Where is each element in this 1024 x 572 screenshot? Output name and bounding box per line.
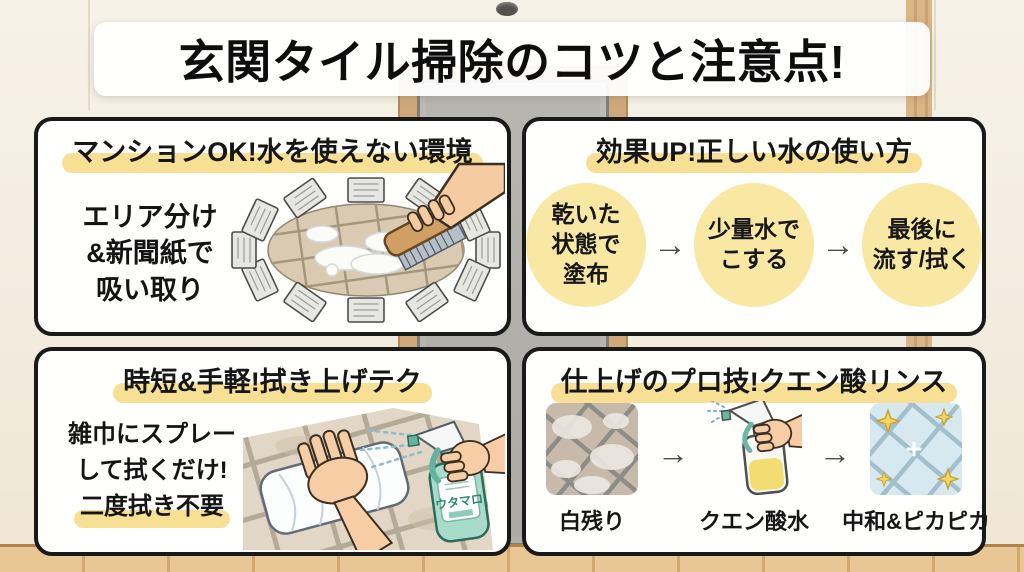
- hand-icon: [752, 410, 802, 453]
- rinse-steps-flow: 白残り →: [530, 401, 990, 536]
- wall-corner-line: [88, 0, 90, 110]
- panel-header: マンションOK!水を使えない環境: [38, 130, 507, 173]
- hand-icon: [297, 429, 394, 550]
- step-circle: 乾いた 状態で 塗布: [526, 183, 646, 307]
- arrow-right-icon: →: [821, 225, 855, 264]
- step-caption: 中和&ピカピカ: [842, 509, 990, 534]
- highlighted-note: 二度拭き不要: [80, 493, 224, 520]
- step-circle: 少量水で こする: [694, 183, 814, 307]
- clean-tile-icon: [870, 403, 962, 495]
- citric-spray-bottle-icon: [706, 401, 802, 496]
- arrow-right-icon: →: [657, 435, 689, 471]
- citric-acid-liquid: [748, 457, 785, 491]
- step-caption: 白残り: [558, 509, 625, 534]
- step-caption: クエン酸水: [698, 509, 809, 534]
- newspaper-absorb-illustration: [231, 162, 505, 323]
- panel-header: 効果UP!正しい水の使い方: [526, 130, 982, 173]
- hand-icon: [406, 194, 456, 232]
- title-banner: 玄関タイル掃除のコツと注意点!: [94, 22, 930, 96]
- dirty-tile-icon: [546, 403, 638, 495]
- spray-bottle-icon: ウタマロ: [406, 420, 505, 543]
- panel-header-text: 時短&手軽!拭き上げテク: [123, 367, 422, 397]
- step-citric-spray: クエン酸水: [692, 401, 816, 536]
- arrow-right-icon: →: [653, 225, 687, 264]
- spray-wipe-illustration: ウタマロ: [243, 408, 505, 550]
- panel-correct-water-use: 効果UP!正しい水の使い方 乾いた 状態で 塗布 → 少量水で こする → 最後…: [522, 117, 986, 336]
- panel-header: 時短&手軽!拭き上げテク: [38, 360, 507, 403]
- ceiling-light: [496, 2, 518, 16]
- arrow-right-icon: →: [819, 435, 851, 471]
- panel-header-text: 仕上げのプロ技!クエン酸リンス: [560, 367, 948, 397]
- page-title: 玄関タイル掃除のコツと注意点!: [178, 36, 846, 88]
- step-neutralized-shiny: 中和&ピカピカ: [842, 401, 990, 536]
- wall-corner-line: [934, 0, 936, 110]
- panel-header: 仕上げのプロ技!クエン酸リンス: [526, 360, 982, 403]
- panel-wipe-technique: 時短&手軽!拭き上げテク 雑巾にスプレー して拭くだけ! 二度拭き不要: [34, 347, 511, 556]
- bottle-label-text: ウタマロ: [434, 492, 483, 513]
- panel-header-text: 効果UP!正しい水の使い方: [595, 137, 913, 167]
- water-steps-flow: 乾いた 状態で 塗布 → 少量水で こする → 最後に 流す/拭く: [526, 183, 982, 307]
- panel-citric-acid-rinse: 仕上げのプロ技!クエン酸リンス: [522, 347, 990, 556]
- step-white-residue: 白残り: [530, 401, 654, 536]
- note-text: エリア分け &新聞紙で 吸い取り: [82, 202, 218, 305]
- panel-header-text: マンションOK!水を使えない環境: [72, 137, 473, 167]
- step-circle: 最後に 流す/拭く: [862, 183, 982, 307]
- hand-icon: [440, 430, 505, 483]
- panel-no-water-environment: マンションOK!水を使えない環境 エリア分け &新聞紙で 吸い取り: [34, 117, 511, 336]
- note-text: 雑巾にスプレー して拭くだけ! 二度拭き不要: [46, 417, 258, 528]
